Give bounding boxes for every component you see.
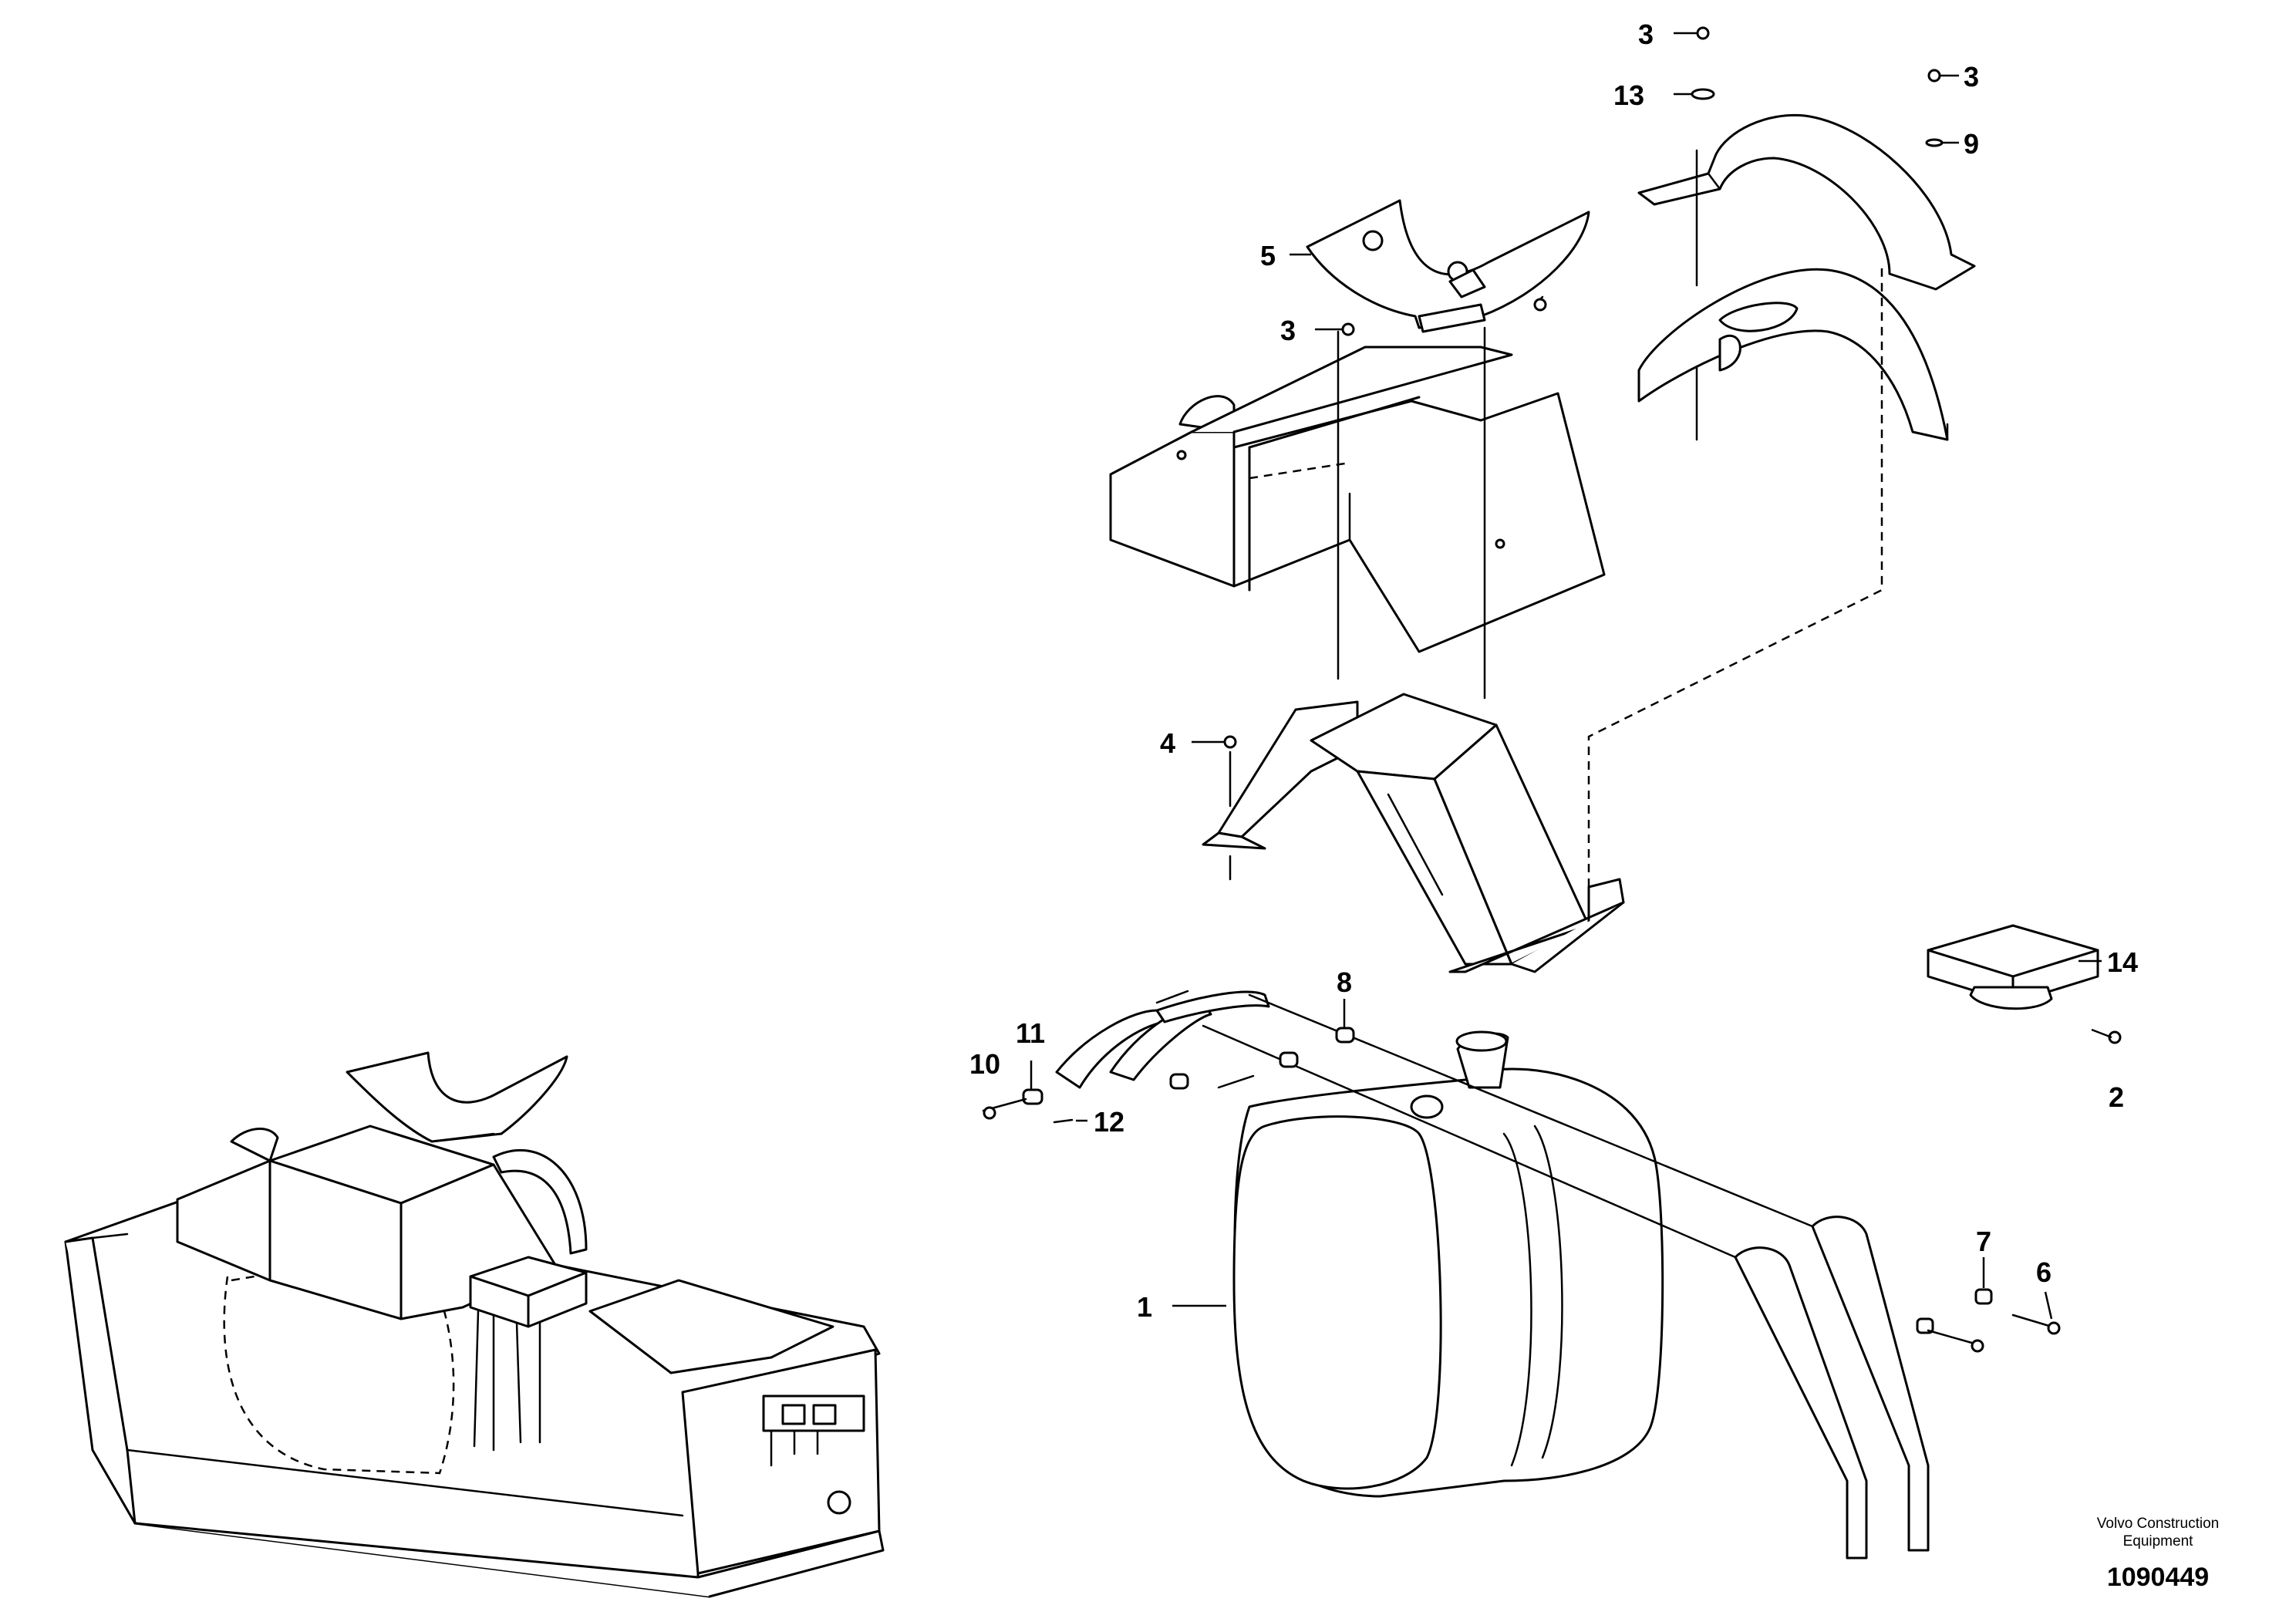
right-fender-assembly <box>1637 113 1976 441</box>
callout-3-right: 3 <box>1964 61 1979 93</box>
assembly-path-line <box>1587 262 1883 887</box>
callout-14: 14 <box>2107 946 2138 978</box>
callout-2: 2 <box>2109 1081 2124 1113</box>
callout-13: 13 <box>1613 79 1644 111</box>
callout-6: 6 <box>2036 1256 2052 1288</box>
callout-11: 11 <box>1016 1017 1045 1049</box>
callout-labels: 1 2 3 3 3 4 5 6 7 8 9 10 11 12 13 14 <box>969 19 2138 1323</box>
callout-4: 4 <box>1160 727 1175 759</box>
callout-3-middle: 3 <box>1280 315 1296 346</box>
assembly-lines <box>1229 149 1698 881</box>
callout-3-top: 3 <box>1638 19 1654 50</box>
fasteners <box>982 26 2122 1353</box>
callout-7: 7 <box>1976 1226 1991 1257</box>
support-bracket <box>1202 693 1625 973</box>
upper-hood-assembly <box>1109 346 1606 653</box>
machine-overview-assembly <box>64 1051 885 1598</box>
callout-9: 9 <box>1964 128 1979 160</box>
callout-1: 1 <box>1137 1291 1152 1323</box>
callout-5: 5 <box>1260 240 1276 271</box>
publisher-line-1: Volvo Construction <box>2097 1516 2219 1532</box>
part-5-top-shroud <box>1306 199 1590 333</box>
publisher-line-2: Equipment <box>2123 1533 2194 1549</box>
tank-straps <box>1055 990 1930 1560</box>
drawing-number: 1090449 <box>2107 1563 2209 1592</box>
part-14-box <box>1927 924 2099 1010</box>
part-1-fuel-tank <box>1232 1030 1664 1498</box>
leader-lines <box>1030 32 2112 1320</box>
drawing-footer: Volvo Construction Equipment 1090449 <box>2097 1516 2219 1592</box>
callout-8: 8 <box>1337 966 1352 998</box>
callout-12: 12 <box>1094 1106 1124 1138</box>
callout-10: 10 <box>969 1048 1000 1080</box>
